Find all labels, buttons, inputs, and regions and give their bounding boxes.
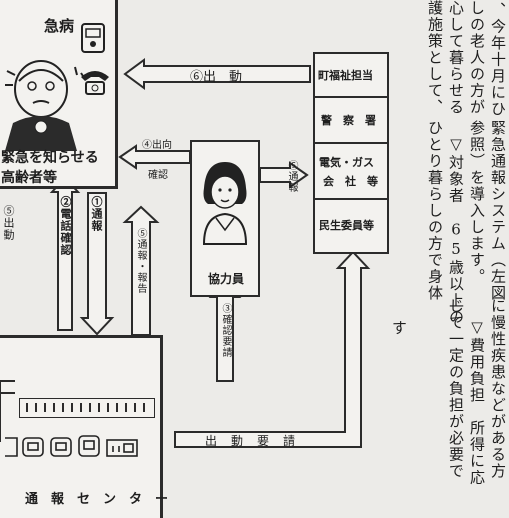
agency-town-welfare: 町福祉担当 [318,69,373,82]
agency-welfare-commissioner: 民生委員等 [319,219,374,232]
phone-confirm-label: ②電話確認 [59,196,72,256]
server-rack [19,398,155,418]
notify-agencies-arrow [259,161,309,189]
notify-1-label: ①通報 [90,196,103,232]
monitor-icons [5,435,138,457]
helper-box: 協力員 [190,140,260,297]
agency-utility-line1: 電気・ガス [319,156,374,169]
dispatch-top-arrow [123,58,311,90]
agency-police: 警 察 署 [321,114,376,127]
helper-label: 協力員 [208,272,245,286]
notification-center-box: 通 報 セ ン タ ー [0,335,168,518]
article-line: 、今年十月にひ [489,2,507,118]
agency-utility-line2: 会 社 等 [323,175,378,188]
article-line: 緊急通報システム（左図 [489,120,507,302]
center-line [0,380,15,382]
center-line [0,392,15,394]
center-label: 通 報 セ ン タ ー [25,492,169,507]
dispatch-request-arrow [174,250,371,448]
article-line: ▽対象者 65歳以上の [447,135,465,326]
elderly-caption-line1: 緊急を知らせる [1,150,99,166]
emergency-device-icon [81,23,105,53]
notify-1-arrow [79,192,115,336]
woman-icon [202,162,248,245]
dispatch-left-label: ⑤出動 [2,205,15,241]
elderly-box: 急病 緊急を知らせる 高齢者等 [0,0,118,189]
agency-divider [315,96,387,98]
article-line: に慢性疾患などがある方 [489,298,507,480]
article-line: ひとり暮らしの方で身体 [426,120,444,302]
center-line [0,380,1,442]
telephone-icon [81,71,109,95]
agency-divider [315,198,387,200]
article-text: 、今年十月にひ しの老人の方が 心して暮らせる 護施策として、 緊急通報システム… [388,0,509,518]
confirm-visit-label-2: 確認 [148,170,168,181]
elderly-caption-line2: 高齢者等 [1,170,57,186]
agencies-box: 町福祉担当 警 察 署 電気・ガス 会 社 等 民生委員等 [313,52,389,254]
article-line: じて一定の負担が必要で [447,298,465,480]
article-line: しの老人の方が [468,0,486,116]
article-line: ▽費用負担 所得に応 [468,318,486,486]
agency-divider [315,142,387,144]
article-line: 心して暮らせる [447,0,465,116]
dispatch-request-label: 出 動 要 請 [205,434,297,448]
article-line: す [390,320,408,337]
sick-label: 急病 [44,17,75,35]
confirm-visit-label-1: ④出向 [142,140,172,151]
notify-report-arrow [122,205,160,336]
dispatch-top-label: ⑥出 動 [190,70,243,85]
article-line: 護施策として、 [426,0,444,116]
article-line: 参照）を導入します。 [468,120,486,285]
notify-agencies-label: ⑤通報 [286,160,297,193]
notify-report-label: ⑤通報・報告 [135,228,146,294]
confirm-request-label: ③確認要請 [220,303,231,358]
